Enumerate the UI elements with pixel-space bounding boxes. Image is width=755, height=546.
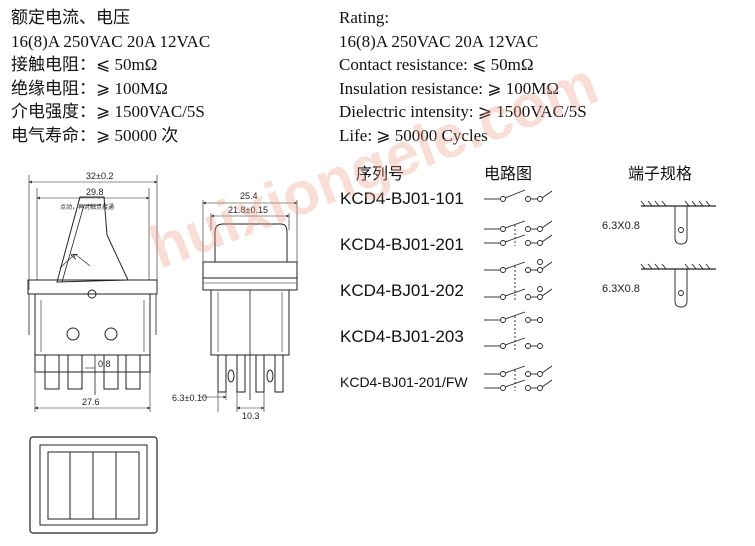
model-201: KCD4-BJ01-201 <box>340 235 464 254</box>
spec-block-chinese: 额定电流、电压 16(8)A 250VAC 20A 12VAC 接触电阻：⩽ 5… <box>11 6 210 147</box>
dim-front-bottom-width: 27.6 <box>82 397 100 407</box>
front-view <box>27 175 158 412</box>
spec-cn-insulation-resistance: 绝缘电阻：⩾ 100MΩ <box>11 78 168 98</box>
header-terminal: 端子规格 <box>628 164 693 183</box>
model-101: KCD4-BJ01-101 <box>340 189 464 208</box>
spec-en-contact-resistance: Contact resistance: ⩽ 50mΩ <box>339 55 534 74</box>
circuit-201-fw <box>484 365 553 391</box>
contact-note: 点动，再对触点接通 <box>60 203 114 211</box>
spec-en-title: Rating: <box>339 8 390 27</box>
circuit-201 <box>484 220 553 246</box>
spec-en-dielectric-intensity: Dielectric intensity: ⩾ 1500VAC/5S <box>339 102 587 121</box>
pivot-hole <box>87 289 97 299</box>
dim-front-outer-width: 32±0.2 <box>86 171 113 181</box>
spec-en-insulation-resistance: Insulation resistance: ⩾ 100MΩ <box>339 78 559 98</box>
front-body <box>34 294 151 373</box>
front-terminal-4 <box>125 354 141 390</box>
mount-hole-left <box>66 327 80 341</box>
spec-cn-title: 额定电流、电压 <box>11 8 130 27</box>
bottom-view <box>29 436 158 534</box>
header-circuit: 电路图 <box>484 164 533 183</box>
dim-side-inner-width: 21.8±0.15 <box>228 205 268 215</box>
terminal-2-size: 6.3X0.8 <box>602 283 640 295</box>
spec-cn-rating: 16(8)A 250VAC 20A 12VAC <box>11 31 211 51</box>
spec-en-rating: 16(8)A 250VAC 20A 12VAC <box>339 31 539 51</box>
mount-hole-right <box>104 327 118 341</box>
spec-cn-contact-resistance: 接触电阻：⩽ 50mΩ <box>11 55 158 74</box>
terminal-spec-1 <box>640 200 716 245</box>
model-203: KCD4-BJ01-203 <box>340 327 464 346</box>
angle-label: A <box>68 251 79 260</box>
model-201-fw: KCD4-BJ01-201/FW <box>340 374 468 390</box>
dim-side-outer-width: 25.4 <box>240 191 258 201</box>
terminal-spec-2 <box>640 263 716 308</box>
spec-en-life: Life: ⩾ 50000 Cycles <box>339 125 488 145</box>
spec-block-english: Rating: 16(8)A 250VAC 20A 12VAC Contact … <box>339 6 587 147</box>
terminal-1-size: 6.3X0.8 <box>602 220 640 232</box>
front-flange <box>27 279 158 295</box>
circuit-202 <box>484 259 553 300</box>
circuit-101 <box>484 189 553 202</box>
header-serial: 序列号 <box>356 164 405 183</box>
circuit-203 <box>484 311 543 350</box>
model-202: KCD4-BJ01-202 <box>340 281 464 300</box>
dim-terminal-width: 6.3±0.10 <box>172 393 207 403</box>
spec-cn-dielectric-strength: 介电强度：⩾ 1500VAC/5S <box>11 102 205 121</box>
side-view <box>200 200 298 412</box>
front-terminal-2 <box>67 354 83 390</box>
front-terminal-1 <box>44 354 60 390</box>
dim-tab-thickness: 0.8 <box>98 359 111 369</box>
spec-cn-life: 电气寿命：⩾ 50000 次 <box>11 125 179 145</box>
circuit-diagrams <box>484 189 553 391</box>
dim-front-inner-width: 29.8 <box>86 187 104 197</box>
dim-terminal-pitch: 10.3 <box>242 411 260 421</box>
front-terminal-3 <box>103 354 119 390</box>
